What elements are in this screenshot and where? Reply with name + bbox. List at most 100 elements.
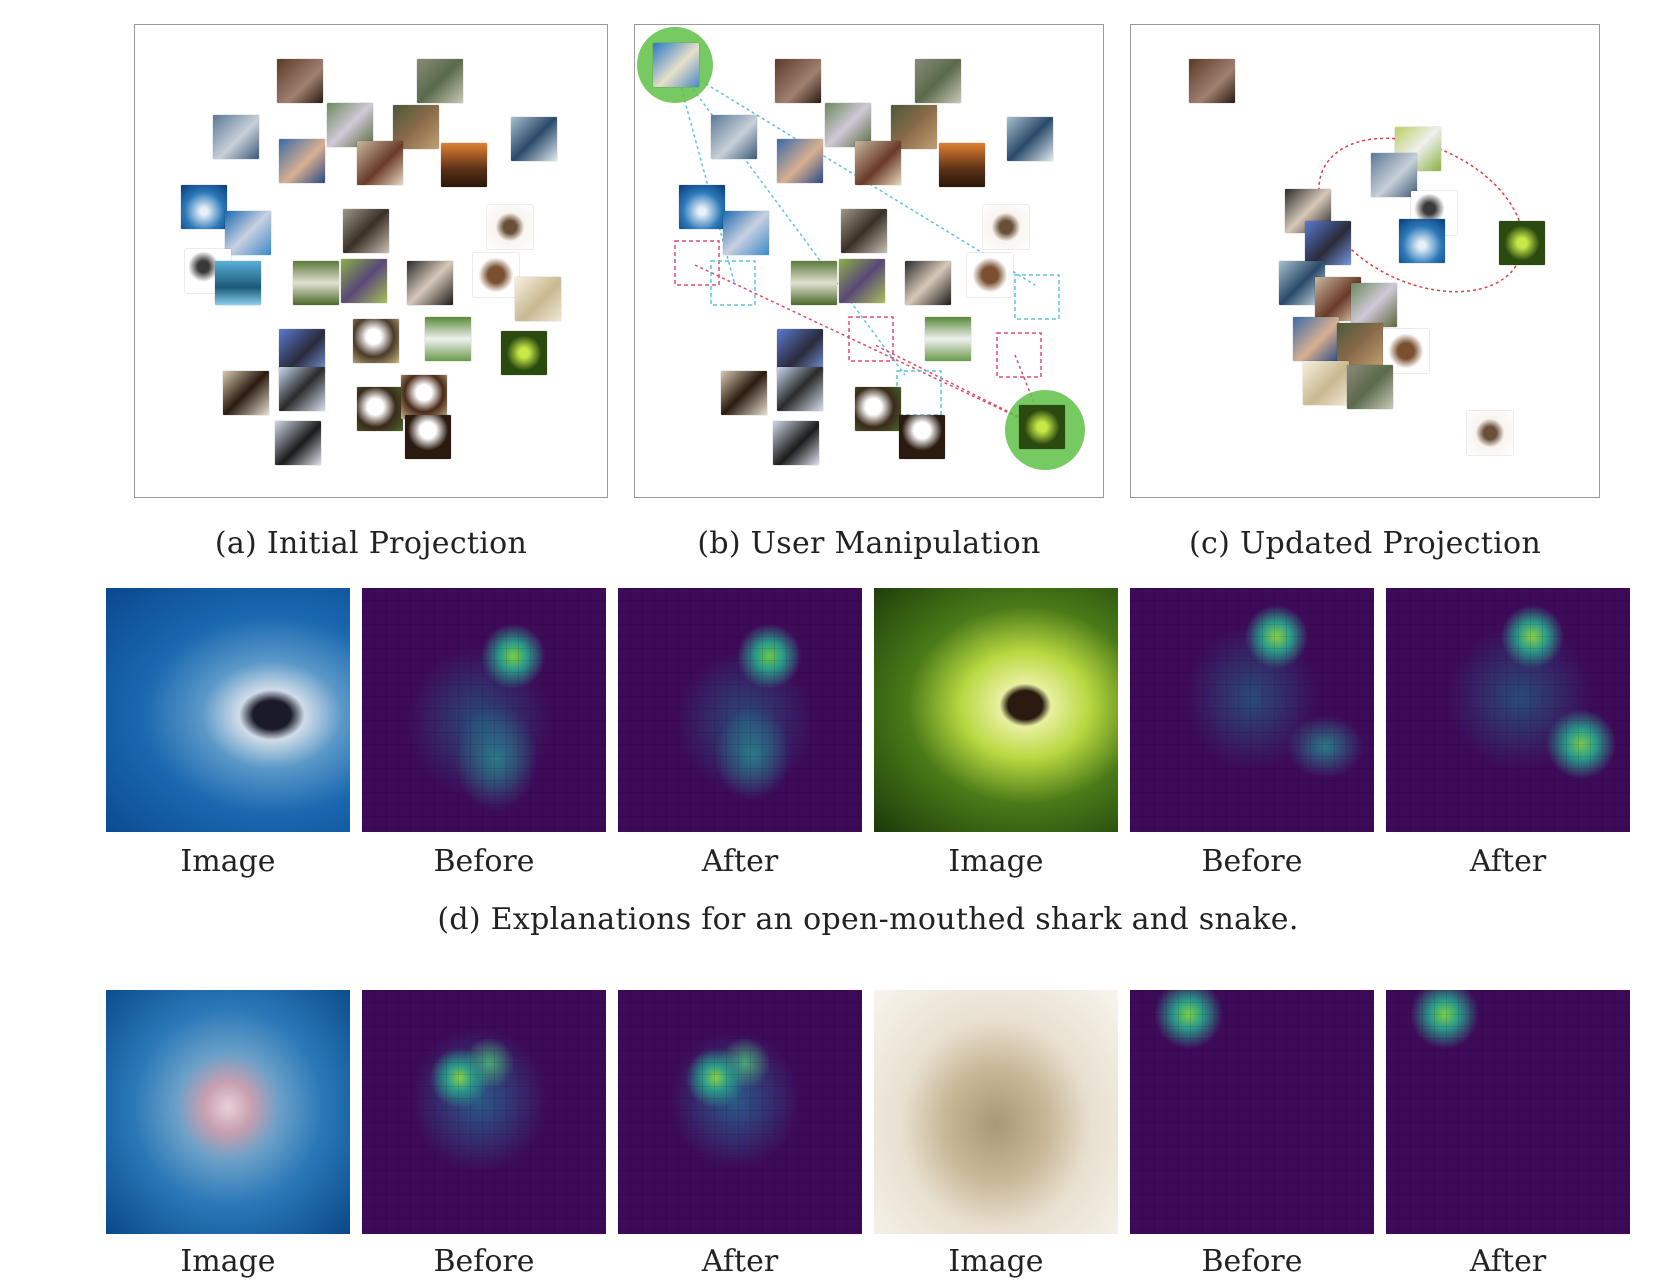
thumb-eagle-close	[855, 387, 901, 431]
thumb-shark-gray	[213, 115, 259, 159]
heatmap-snake-after	[1386, 588, 1630, 832]
image-shark-open-mouth	[106, 588, 350, 832]
heatmap-cobra-after	[1386, 990, 1630, 1234]
label-before: Before	[1201, 1244, 1303, 1279]
thumb-horse-white	[327, 103, 373, 147]
caption-a: (a) Initial Projection	[214, 526, 528, 561]
image-snake-open-mouth	[874, 588, 1118, 832]
label-after: After	[1469, 844, 1547, 879]
thumb-sunset-horse	[939, 143, 985, 187]
thumb-eagle-fish	[223, 371, 269, 415]
thumb-horse-chestnut	[855, 141, 901, 185]
thumb-eagle-sky	[279, 329, 325, 373]
thumb-geese-field	[791, 261, 837, 305]
image-cobra	[874, 990, 1118, 1234]
thumb-shark-rider	[1007, 117, 1053, 161]
label-before: Before	[433, 1244, 535, 1279]
panel-updated-projection	[1130, 24, 1600, 498]
thumb-green-snake	[501, 331, 547, 375]
thumb-horse-blue	[777, 139, 823, 183]
thumb-eagle-perched	[275, 421, 321, 465]
thumb-horse-rider	[775, 59, 821, 103]
thumb-highlighted-shark[interactable]	[653, 43, 699, 87]
thumb-horse-white	[825, 103, 871, 147]
thumb-pile-5	[1337, 323, 1383, 367]
placeholder-box-cyan	[1014, 274, 1060, 320]
thumb-sunset-horse	[441, 143, 487, 187]
thumb-shark-open	[679, 185, 725, 229]
label-after: After	[701, 1244, 779, 1279]
thumb-goose-white	[425, 317, 471, 361]
thumb-shark-swim	[723, 211, 769, 255]
heatmap-shark2-before	[362, 990, 606, 1234]
thumb-shark-gray	[711, 115, 757, 159]
thumb-goose-grass	[341, 259, 387, 303]
thumb-cobra-coil	[473, 253, 519, 297]
thumb-pile-7	[1303, 361, 1349, 405]
thumb-cobra-hood	[515, 277, 561, 321]
thumb-swan-dark	[905, 261, 951, 305]
thumb-goose-grass	[839, 259, 885, 303]
panel-user-manipulation	[634, 24, 1104, 498]
thumb-snake-coil	[983, 205, 1029, 249]
thumb-highlighted-snake[interactable]	[1019, 405, 1065, 449]
thumb-eagle-fish	[721, 371, 767, 415]
image-shark-swimming	[106, 990, 350, 1234]
thumb-eagle-perched	[773, 421, 819, 465]
heatmap-cobra-before	[1130, 990, 1374, 1234]
thumb-eagle-sky	[777, 329, 823, 373]
thumb-horse-blue	[279, 139, 325, 183]
label-after: After	[701, 844, 779, 879]
thumb-pile-4	[1293, 317, 1339, 361]
thumb-eagle-flight	[777, 367, 823, 411]
label-image: Image	[180, 1244, 276, 1279]
placeholder-box-cyan	[710, 260, 756, 306]
thumb-horse-rider	[1189, 59, 1235, 103]
thumb-eagle-close	[357, 387, 403, 431]
thumb-horse-dark	[841, 209, 887, 253]
label-image: Image	[948, 1244, 1044, 1279]
heatmap-shark-before	[362, 588, 606, 832]
placeholder-box-pink	[848, 316, 894, 362]
thumb-pile-8	[1347, 365, 1393, 409]
label-before: Before	[1201, 844, 1303, 879]
panel-initial-projection	[134, 24, 608, 498]
thumb-pile-3	[1351, 283, 1397, 327]
connector-line	[674, 64, 736, 286]
thumb-eagle-front	[401, 375, 447, 419]
connector-line	[674, 64, 906, 376]
heatmap-shark-after	[618, 588, 862, 832]
thumb-eagle-portrait	[405, 415, 451, 459]
thumb-snake-coil	[1467, 411, 1513, 455]
caption-b: (b) User Manipulation	[697, 526, 1041, 561]
connector-line	[694, 264, 1046, 431]
thumb-cluster-shark-gray	[1371, 153, 1417, 197]
thumb-horse-gray	[417, 59, 463, 103]
thumb-eagle-head	[353, 319, 399, 363]
thumb-cobra-coil	[967, 253, 1013, 297]
thumb-swan-dark	[407, 261, 453, 305]
label-after: After	[1469, 1244, 1547, 1279]
thumb-horse-dark	[343, 209, 389, 253]
thumb-shark-swim	[225, 211, 271, 255]
thumb-shark-shallow	[215, 261, 261, 305]
thumb-cluster-shark-open	[1399, 219, 1445, 263]
thumb-horse-rider	[277, 59, 323, 103]
caption-d: (d) Explanations for an open-mouthed sha…	[437, 902, 1299, 937]
thumb-snake-coil	[487, 205, 533, 249]
placeholder-box-pink	[674, 240, 720, 286]
heatmap-shark2-after	[618, 990, 862, 1234]
caption-c: (c) Updated Projection	[1189, 526, 1541, 561]
thumb-horse-chestnut	[357, 141, 403, 185]
thumb-eagle-sky	[1305, 221, 1351, 265]
thumb-eagle-flight	[279, 367, 325, 411]
thumb-geese-field	[293, 261, 339, 305]
thumb-goose-white	[925, 317, 971, 361]
label-image: Image	[948, 844, 1044, 879]
thumb-eagle-portrait	[899, 415, 945, 459]
thumb-shark-open	[181, 185, 227, 229]
heatmap-snake-before	[1130, 588, 1374, 832]
label-image: Image	[180, 844, 276, 879]
thumb-shark-rider	[511, 117, 557, 161]
thumb-cluster-green-snake	[1499, 221, 1545, 265]
